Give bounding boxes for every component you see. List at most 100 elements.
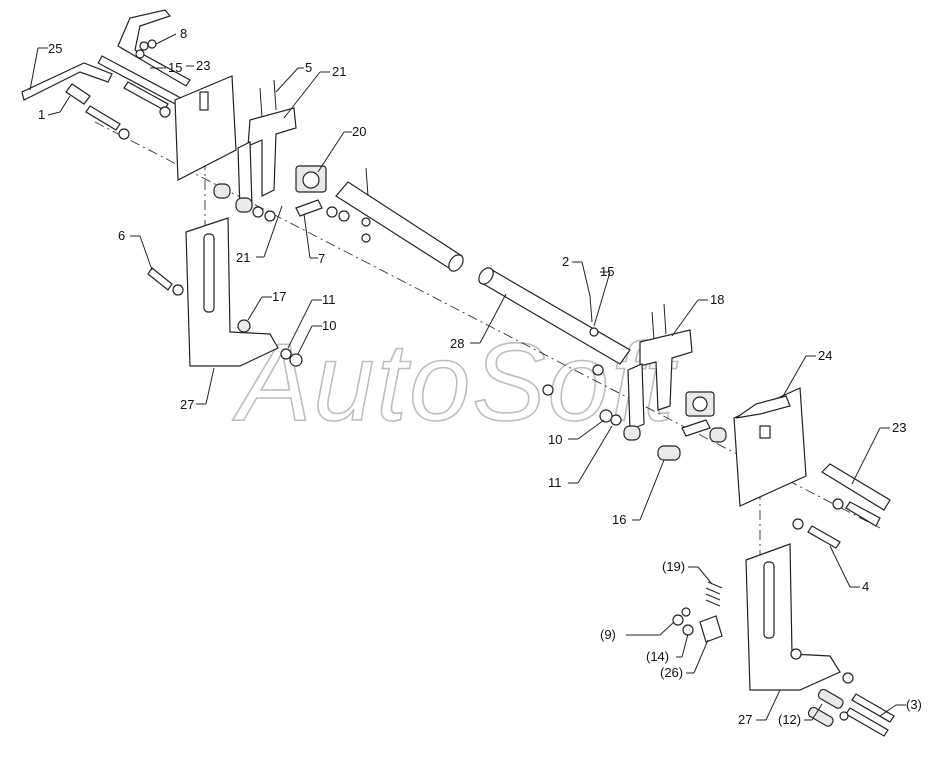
label-26: (26): [660, 665, 683, 680]
pipe-washer-left-1: [361, 217, 371, 227]
clamp-block-right-hole: [692, 396, 708, 412]
left-washer-2: [159, 106, 171, 118]
left-washer: [118, 128, 130, 140]
pipe-bolt-left: [365, 167, 369, 197]
part-27-arm-left: [185, 217, 279, 367]
label-25: 25: [48, 41, 62, 56]
pipe-washer-left-2: [361, 233, 371, 243]
label-27-left: 27: [180, 397, 194, 412]
part-1-pin: [65, 83, 91, 105]
label-12: (12): [778, 712, 801, 727]
left-bolt-upper: [123, 81, 169, 111]
label-28: 28: [450, 336, 464, 351]
label-7: 7: [318, 251, 325, 266]
part-18-bolt-a: [651, 311, 655, 341]
label-8: 8: [180, 26, 187, 41]
part-23-washer-right: [832, 498, 844, 510]
part-18-bolt-b: [663, 303, 667, 335]
part-19-spring: [705, 581, 723, 607]
label-16: 16: [612, 512, 626, 527]
washer-11-right: [610, 414, 622, 426]
left-bracket-slot: [199, 91, 209, 111]
label-23-right: 23: [892, 420, 906, 435]
label-21-lower: 21: [236, 250, 250, 265]
part-6-bolt: [147, 267, 173, 291]
label-5: 5: [305, 60, 312, 75]
part-3-bolt-b: [845, 707, 889, 737]
part-23-bolt-right: [845, 501, 881, 527]
part-28-tube-left: [335, 181, 463, 271]
nut-left-1: [252, 206, 264, 218]
label-21-top: 21: [332, 64, 346, 79]
part-4-bolt: [807, 525, 841, 549]
bushing-left-2: [235, 197, 253, 213]
part-15-washer-right: [589, 327, 599, 337]
nut-10-right: [599, 409, 613, 423]
part-14-washer: [682, 624, 694, 636]
part-2-bolt: [589, 295, 593, 323]
bushing-right-1: [623, 425, 641, 441]
part-12-bushing-a: [817, 688, 844, 709]
nut-left-2: [264, 210, 276, 222]
label-15-top: 15: [168, 60, 182, 75]
part-24-slot: [759, 425, 771, 439]
label-27-right: 27: [738, 712, 752, 727]
part-27-arm-right-slot: [763, 561, 775, 639]
part-24-hook: [735, 395, 791, 419]
part-9-nut: [672, 614, 684, 626]
left-bracket-plate: [174, 75, 237, 181]
nut-right-top: [681, 607, 691, 617]
label-11-right: 11: [548, 475, 562, 490]
nut-right-side-2: [790, 648, 802, 660]
label-15-right: 15: [600, 264, 614, 279]
label-1: 1: [38, 107, 45, 122]
part-23-latch-top: [117, 9, 191, 87]
part-8-nut-3: [135, 49, 145, 59]
part-23-latch-right: [821, 463, 891, 511]
part-28-tube-left-end: [448, 254, 464, 272]
part-20-clamp-hole: [302, 171, 320, 189]
label-10-left: 10: [322, 318, 336, 333]
label-18: 18: [710, 292, 724, 307]
label-9: (9): [600, 627, 616, 642]
label-17: 17: [272, 289, 286, 304]
part-26-latch: [699, 615, 723, 643]
label-23-top: 23: [196, 58, 210, 73]
nut-10-left: [289, 353, 303, 367]
label-11-left: 11: [322, 292, 336, 307]
part-16-bushing: [657, 445, 681, 461]
part-7-plate: [295, 199, 323, 217]
part-28-tube-right-end: [478, 267, 494, 285]
leader-lines: [29, 33, 906, 721]
part-8-nut: [139, 41, 149, 51]
label-4: 4: [862, 579, 869, 594]
nut-clamp-1: [326, 206, 338, 218]
bushing-right-2: [709, 427, 727, 443]
bushing-left-1: [213, 183, 231, 199]
part-12-bushing-b: [807, 706, 834, 727]
label-6: 6: [118, 228, 125, 243]
label-3: (3): [906, 697, 922, 712]
label-20: 20: [352, 124, 366, 139]
left-bolt-lower: [85, 105, 121, 131]
washer-11-left: [280, 348, 292, 360]
part-8-nut-2: [147, 39, 157, 49]
part-labels: 25 8 15 23 1 5 21 20 21 7 6 17 11 10 27 …: [38, 26, 922, 727]
part-3-washer: [839, 711, 849, 721]
part-5-bolt-a: [259, 87, 263, 119]
label-14: (14): [646, 649, 669, 664]
part-3-bolt-a: [851, 693, 895, 723]
part-18-bracket: [639, 329, 693, 411]
nut-right-side: [842, 672, 854, 684]
nut-clamp-2: [338, 210, 350, 222]
part-27-arm-right: [745, 543, 841, 691]
part-4-washer: [792, 518, 804, 530]
bushing-17: [237, 319, 251, 333]
label-19: (19): [662, 559, 685, 574]
part-25-handle: [21, 62, 113, 101]
nut-right-a: [592, 364, 604, 376]
part-21-bracket-upper: [247, 107, 297, 197]
label-2: 2: [562, 254, 569, 269]
part-6-washer: [172, 284, 184, 296]
